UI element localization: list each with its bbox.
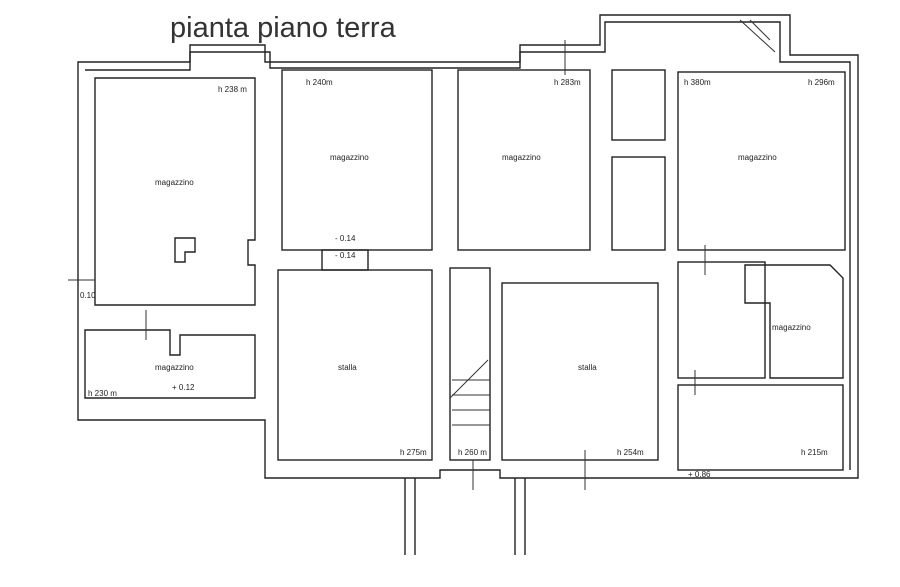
room-walls [68, 40, 846, 490]
level-label: 0.10 [80, 291, 96, 300]
room-name: magazzino [330, 153, 369, 162]
height-label: h 260 m [458, 448, 487, 457]
room-name: magazzino [772, 323, 811, 332]
level-label: + 0.86 [688, 470, 711, 479]
plan-title: pianta piano terra [170, 12, 397, 44]
room-labels: h 238 m magazzino h 240m magazzino h 283… [80, 78, 835, 479]
height-label: h 215m [801, 448, 828, 457]
room-name: stalla [338, 363, 357, 372]
height-label: h 238 m [218, 85, 247, 94]
height-label: h 283m [554, 78, 581, 87]
height-label: h 380m [684, 78, 711, 87]
height-label: h 296m [808, 78, 835, 87]
height-label: h 275m [400, 448, 427, 457]
height-label: h 230 m [88, 389, 117, 398]
level-label: + 0.12 [172, 383, 195, 392]
room-name: magazzino [502, 153, 541, 162]
room-name: magazzino [155, 178, 194, 187]
height-label: h 240m [306, 78, 333, 87]
level-label: - 0.14 [335, 251, 356, 260]
height-label: h 254m [617, 448, 644, 457]
room-name: magazzino [738, 153, 777, 162]
room-name: magazzino [155, 363, 194, 372]
level-label: - 0.14 [335, 234, 356, 243]
room-name: stalla [578, 363, 597, 372]
outer-walls [77, 14, 859, 555]
